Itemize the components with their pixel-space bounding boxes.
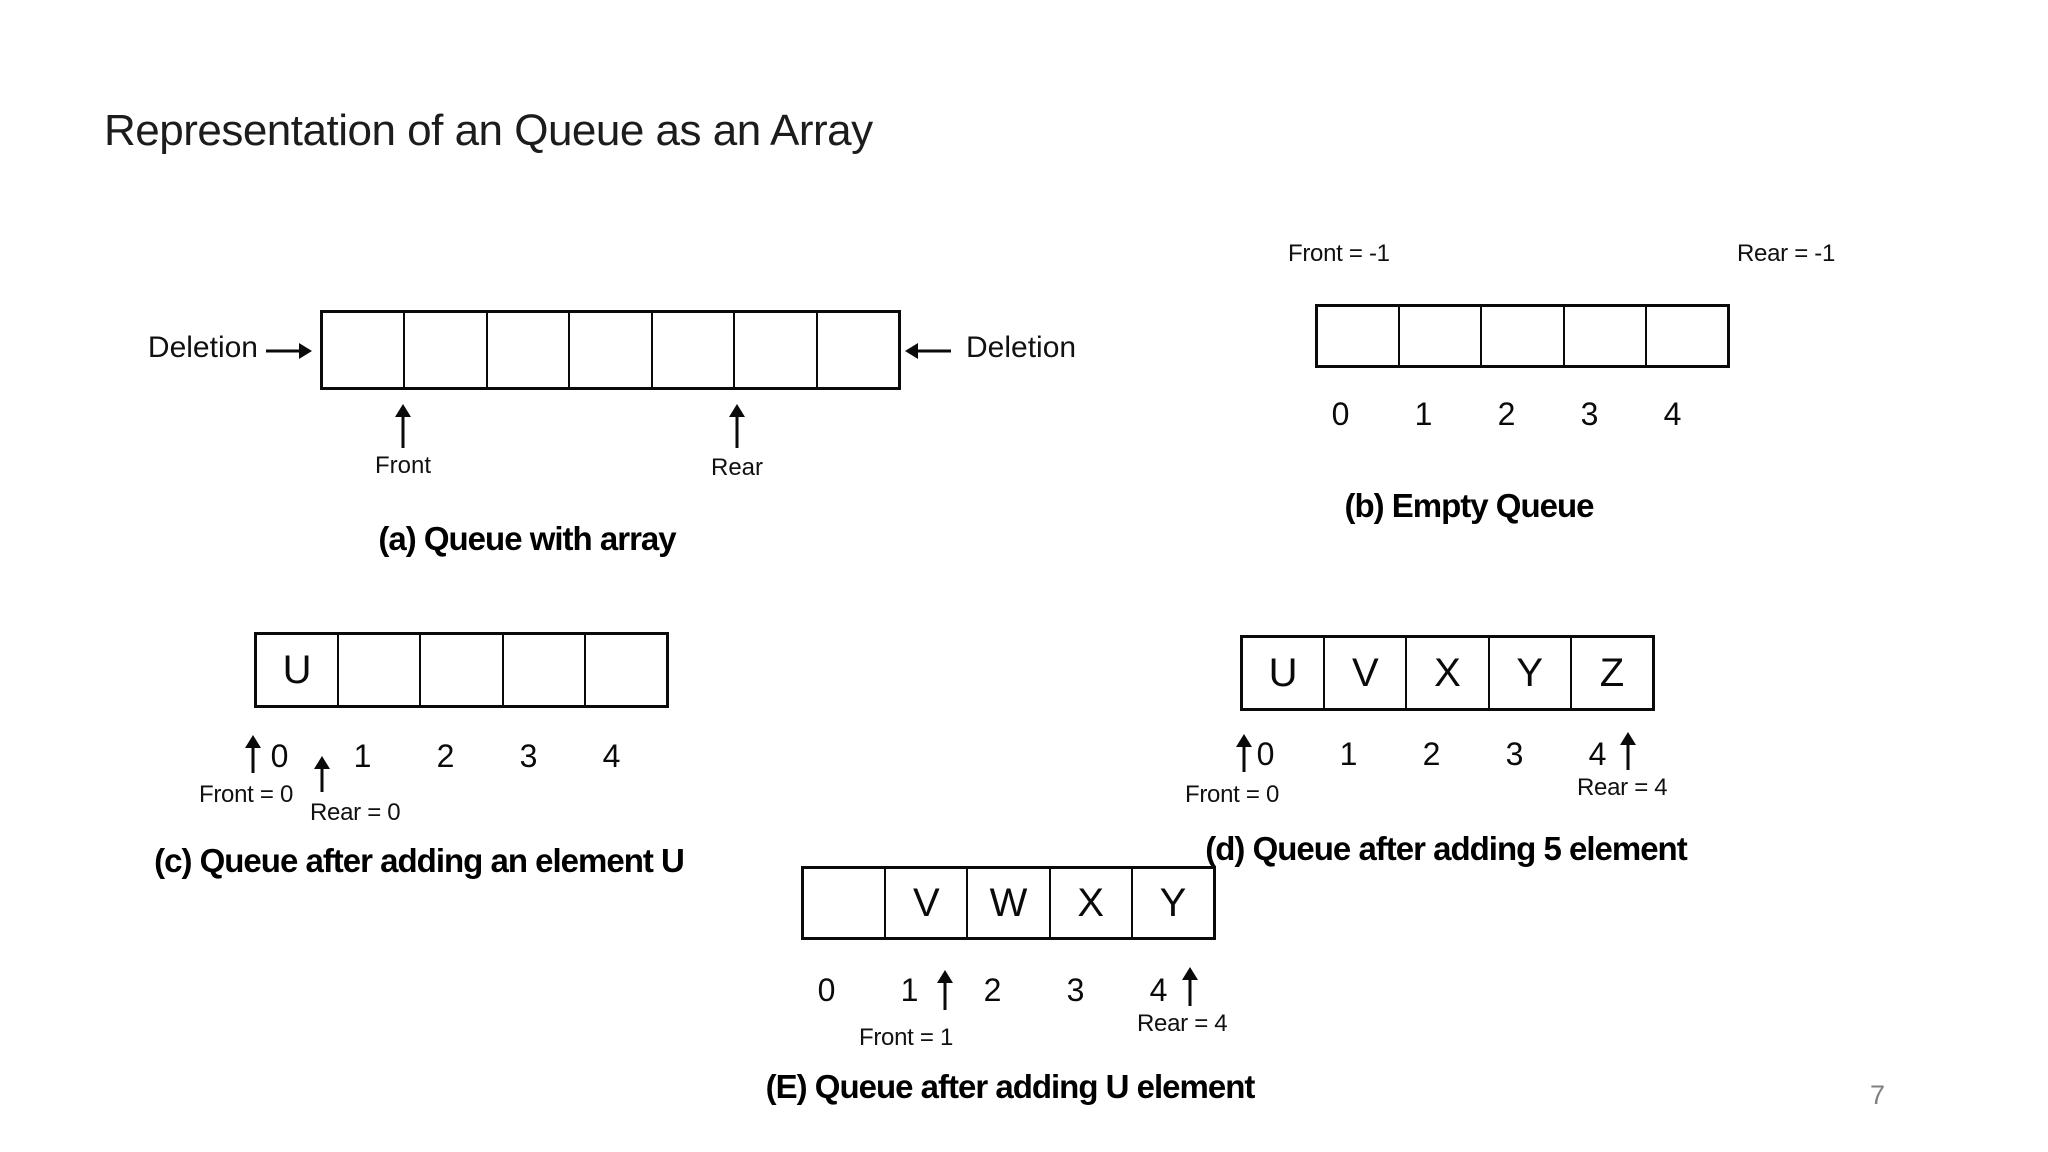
- index-label: 0: [1331, 396, 1350, 432]
- index-label: 0: [1256, 736, 1275, 772]
- array-cell: [568, 313, 650, 387]
- rear-status: Rear = 4: [1137, 1010, 1228, 1037]
- index-label: 3: [1580, 396, 1599, 432]
- caption-e: (E) Queue after adding U element: [765, 1068, 1256, 1105]
- array-cell: [815, 313, 898, 387]
- deletion-left-label: Deletion: [147, 331, 258, 364]
- array-cell: X: [1405, 638, 1487, 708]
- index-label: 0: [817, 972, 836, 1008]
- rear-status: Rear = 0: [310, 799, 401, 826]
- array-cell: [1318, 307, 1398, 365]
- up-arrow-icon: [244, 735, 262, 773]
- front-status: Front = 0: [1185, 781, 1280, 808]
- array-cell: Y: [1130, 869, 1213, 937]
- index-label: 3: [1066, 972, 1085, 1008]
- front-status: Front = -1: [1288, 240, 1390, 267]
- array-cell: [804, 869, 884, 937]
- caption-d: (d) Queue after adding 5 element: [1205, 830, 1687, 867]
- index-row: 0 1 2 3 4: [1299, 396, 1714, 433]
- index-label: 2: [436, 738, 455, 774]
- index-label: 3: [519, 738, 538, 774]
- page-number: 7: [1870, 1080, 1886, 1110]
- index-label: 1: [900, 972, 919, 1008]
- caption-a: (a) Queue with array: [378, 520, 676, 557]
- front-status: Front = 0: [199, 781, 294, 808]
- index-label: 4: [1663, 396, 1682, 432]
- caption-b: (b) Empty Queue: [1344, 487, 1594, 524]
- up-arrow-icon: [394, 404, 412, 448]
- queue-array-d: U V X Y Z: [1240, 635, 1655, 711]
- index-label: 2: [1422, 736, 1441, 772]
- array-cell: [419, 635, 501, 705]
- rear-status: Rear = 4: [1577, 774, 1668, 801]
- up-arrow-icon: [1619, 732, 1637, 770]
- queue-array-c: U: [254, 632, 669, 708]
- index-label: 4: [1588, 736, 1607, 772]
- right-arrow-icon: [264, 342, 312, 359]
- up-arrow-icon: [728, 404, 746, 448]
- up-arrow-icon: [936, 970, 954, 1010]
- array-cell: W: [966, 869, 1048, 937]
- index-row: 0 1 2 3 4: [238, 738, 653, 775]
- slide-title: Representation of an Queue as an Array: [104, 106, 873, 155]
- array-cell: [583, 635, 666, 705]
- array-cell: [650, 313, 733, 387]
- index-label: 1: [1339, 736, 1358, 772]
- index-label: 4: [1149, 972, 1168, 1008]
- index-label: 1: [1414, 396, 1433, 432]
- front-status: Front = 1: [859, 1024, 954, 1051]
- array-cell: [1644, 307, 1727, 365]
- index-label: 1: [353, 738, 372, 774]
- up-arrow-icon: [1235, 734, 1253, 772]
- array-cell: [485, 313, 568, 387]
- rear-status: Rear = -1: [1737, 240, 1836, 267]
- index-label: 3: [1505, 736, 1524, 772]
- up-arrow-icon: [313, 756, 331, 792]
- array-cell: Y: [1487, 638, 1570, 708]
- array-cell: [337, 635, 419, 705]
- array-cell: U: [1268, 650, 1298, 695]
- index-row: 0 1 2 3 4: [785, 972, 1200, 1009]
- queue-array-b: [1315, 304, 1730, 368]
- array-cell: Z: [1569, 638, 1652, 708]
- array-cell: [1480, 307, 1562, 365]
- array-cell: [1398, 307, 1480, 365]
- array-cell: V: [1323, 638, 1405, 708]
- caption-c: (c) Queue after adding an element U: [154, 842, 685, 879]
- deletion-right-label: Deletion: [966, 331, 1077, 364]
- array-cell: [501, 635, 584, 705]
- index-row: 0 1 2 3 4: [1224, 736, 1639, 773]
- index-label: 2: [983, 972, 1002, 1008]
- array-cell: [1562, 307, 1645, 365]
- queue-array-a: [320, 310, 901, 390]
- index-label: 0: [270, 738, 289, 774]
- array-cell: [733, 313, 815, 387]
- up-arrow-icon: [1181, 967, 1199, 1006]
- queue-array-e: V W X Y: [801, 866, 1216, 940]
- array-cell: [403, 313, 485, 387]
- index-label: 2: [1497, 396, 1516, 432]
- rear-pointer-label: Rear: [710, 454, 764, 481]
- array-cell: [323, 313, 403, 387]
- index-label: 4: [602, 738, 621, 774]
- array-cell: V: [884, 869, 966, 937]
- array-cell: U: [282, 647, 312, 692]
- front-pointer-label: Front: [374, 452, 431, 479]
- array-cell: X: [1048, 869, 1131, 937]
- left-arrow-icon: [905, 342, 953, 359]
